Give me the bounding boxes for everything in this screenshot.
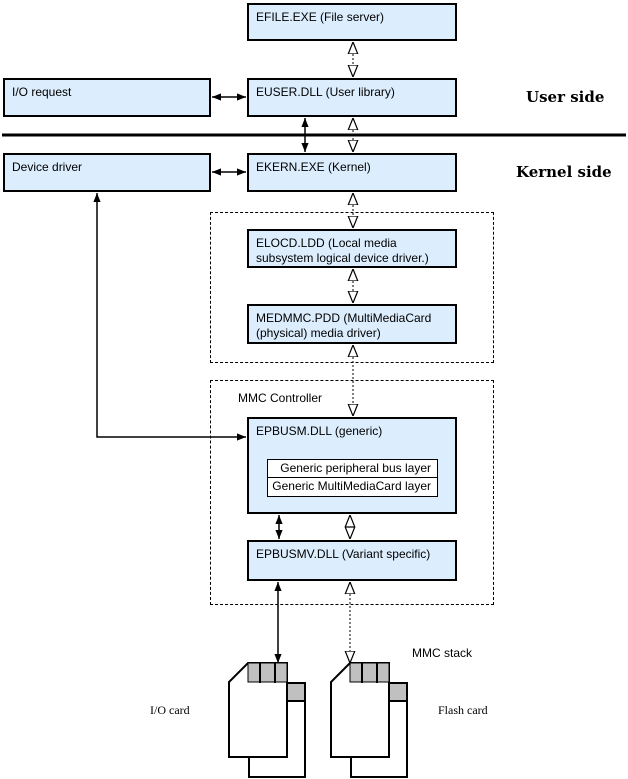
flash-card-label: Flash card <box>438 703 488 717</box>
multimediacard-layer: Generic MultiMediaCard layer <box>267 477 438 497</box>
medmmc-box: MEDMMC.PDD (MultiMediaCard (physical) me… <box>247 304 457 344</box>
euser-box: EUSER.DLL (User library) <box>247 78 457 117</box>
kernel-side-label: Kernel side <box>516 163 612 181</box>
epbusmv-label: EPBUSMV.DLL (Variant specific) <box>256 547 431 561</box>
mmc-stack-label: MMC stack <box>412 646 472 660</box>
device-driver-box: Device driver <box>3 153 211 192</box>
io-card-icon <box>228 662 306 778</box>
ekern-label: EKERN.EXE (Kernel) <box>256 160 371 174</box>
device-driver-epbusm-link <box>93 193 246 441</box>
euser-label: EUSER.DLL (User library) <box>256 85 395 99</box>
medmmc-label-line2: (physical) media driver) <box>256 326 381 340</box>
flash-card-icon <box>330 662 408 778</box>
efile-label: EFILE.EXE (File server) <box>256 10 385 24</box>
elocd-box: ELOCD.LDD (Local media subsystem logical… <box>247 229 457 268</box>
epbusmv-box: EPBUSMV.DLL (Variant specific) <box>247 540 457 581</box>
ekern-box: EKERN.EXE (Kernel) <box>247 153 457 192</box>
mmc-controller-label: MMC Controller <box>238 391 323 405</box>
io-request-box: I/O request <box>3 78 211 117</box>
elocd-label-line1: ELOCD.LDD (Local media <box>256 236 397 250</box>
efile-box: EFILE.EXE (File server) <box>247 3 457 41</box>
medmmc-label-line1: MEDMMC.PDD (MultiMediaCard <box>256 311 432 325</box>
peripheral-bus-layer: Generic peripheral bus layer <box>267 459 438 479</box>
io-card-label: I/O card <box>150 703 190 717</box>
user-side-label: User side <box>526 88 605 106</box>
io-request-label: I/O request <box>12 85 72 99</box>
epbusm-label: EPBUSM.DLL (generic) <box>256 424 383 438</box>
device-driver-label: Device driver <box>12 160 83 174</box>
elocd-label-line2: subsystem logical device driver.) <box>256 251 429 265</box>
